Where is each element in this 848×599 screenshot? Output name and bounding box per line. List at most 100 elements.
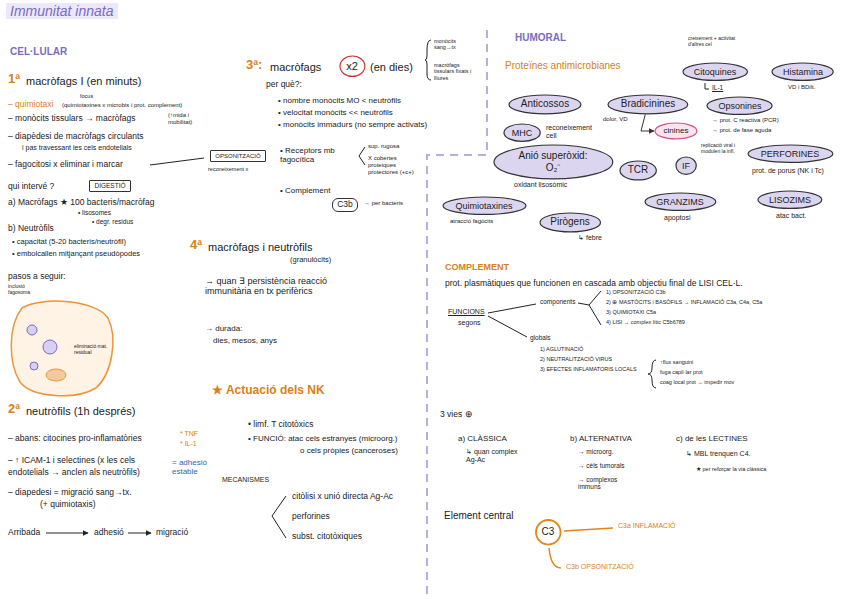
node-label: Opsonines (718, 101, 761, 111)
node-label: x2 (346, 60, 358, 73)
section-heading: 1ª (8, 72, 20, 87)
note-text: (quimiotaxines x microbis i prot. comple… (62, 102, 182, 109)
brace (359, 147, 365, 165)
page-title: Immunitat innata (6, 3, 118, 19)
note-text: eliminació mat. residual (74, 344, 108, 356)
leader-line (549, 548, 561, 568)
node-shape (772, 63, 833, 80)
node-shape (536, 520, 561, 545)
node-text-group: DIGESTIÓ (94, 182, 125, 189)
cell-illustration (11, 301, 113, 396)
note-text: → complexos immuns (578, 476, 628, 491)
section-heading: macròfags i neutròfils (208, 241, 313, 254)
phagosome-symbol (43, 340, 57, 354)
brace (425, 40, 431, 80)
note-text: = adhesió estable (172, 458, 216, 476)
note-text: 3) QUIMIOTAXI C5a (606, 309, 656, 315)
note-text: (↑mida i mobilitat) (168, 112, 208, 126)
node-label: C3b (337, 200, 353, 210)
vesicle-symbol (30, 362, 38, 370)
section-heading: 2ª (8, 402, 20, 417)
node-text-group: Anió superòxid: O₂⁻ (510, 150, 595, 173)
node-text-group: C3b (337, 200, 353, 210)
note-text: • nombre monòcits MO < neutròfils (278, 96, 401, 105)
note-text: C3a INFLAMACIÓ (618, 522, 676, 530)
note-text: macròfags tissulars fixats i lliures (434, 62, 480, 81)
node-text-group: Opsonines (718, 101, 761, 111)
note-text: reconeixement cell (546, 124, 596, 140)
branch-line (488, 316, 527, 337)
note-text: segons (458, 319, 481, 327)
note-text: per què?: (266, 80, 302, 90)
note-text: ↳ quan complex Ag-Ac (466, 448, 526, 464)
note-text: i pas travessant les cels endotelials (22, 144, 132, 152)
section-heading: neutròfils (1h després) (26, 405, 135, 418)
node-text-group: C3 (542, 526, 555, 538)
note-text: prot. plasmàtiques que funcionen en casc… (445, 279, 743, 289)
note-text: fuga capil·lar prot (660, 369, 703, 375)
note-text: monòcits sang→tx (434, 38, 472, 51)
node-label: Anió superòxid: O₂⁻ (510, 150, 595, 173)
protein-ellipse: Citoquines (682, 62, 748, 81)
node-text-group: OPSONITZACIÓ (215, 153, 260, 160)
protein-ellipse: Pirògens (539, 212, 602, 233)
note-text: sup. rugosa (368, 143, 399, 150)
node-text-group: Pirògens (550, 216, 589, 228)
section-heading: macròfags (270, 61, 321, 74)
note-text: a) CLÀSSICA (458, 434, 507, 443)
node-shape (655, 123, 697, 139)
note-text: → microorg. (578, 448, 613, 455)
note-text: citòlisi x unió directa Ag-Ac (292, 492, 393, 502)
note-text: b) ALTERNATIVA (570, 434, 632, 443)
vesicle-symbol (27, 325, 37, 335)
note-text: • velocitat monòcits << neutròfils (278, 108, 393, 117)
leader-line (564, 528, 613, 531)
connector-arrow (641, 114, 654, 131)
note-text: → quan ∃ persistència reacció immunitàri… (205, 276, 355, 297)
section-heading: Proteïnes antimicrobianes (505, 60, 621, 72)
branch-line (488, 304, 536, 313)
node-shape (645, 193, 716, 210)
note-text: 2) NEUTRALITZACIÓ VIRUS (540, 356, 612, 362)
note-text: creixement + activitat d'altres cel (688, 36, 748, 48)
protein-ellipse: IF (675, 156, 697, 175)
note-text: ↑flux sanguini (660, 359, 693, 365)
node-text-group: Histamina (783, 67, 823, 77)
node-label: GRANZIMS (656, 197, 704, 207)
protein-ellipse: GRANZIMS (644, 192, 717, 211)
note-text: X cobertes proteiques protectores (+c+) (368, 155, 420, 176)
note-text: 3) EFECTES INFLAMATORIS LOCALS (540, 366, 637, 372)
note-text: 1) AGLUTINACIÓ (540, 346, 583, 352)
term-box: C3b (332, 198, 358, 213)
note-text: oxidant lisosòmic (514, 181, 567, 189)
section-heading: macròfags I (en minuts) (26, 75, 142, 88)
node-shape (509, 95, 581, 114)
node-shape (676, 157, 696, 174)
note-text: COMPLEMENT (445, 262, 509, 272)
node-shape (620, 161, 656, 180)
note-text: • Receptors mb fagocítica (280, 146, 356, 164)
note-text: • monòcits immadurs (no sempre activats) (278, 120, 428, 129)
node-text-group: LISOZIMS (769, 195, 811, 205)
node-label: C3 (542, 526, 555, 538)
note-text: c) de les LECTINES (676, 434, 748, 443)
node-label: Bradicinines (621, 98, 675, 110)
note-text: – abans: citocines pro-inflamatòries (8, 434, 142, 444)
node-shape (443, 197, 526, 214)
note-text: VD i BDilt. (788, 84, 815, 91)
note-text: • lisosomes (78, 209, 111, 216)
note-text: adhesió (94, 528, 124, 538)
note-text: – monòcits tissulars → macròfags (8, 114, 136, 124)
note-text: pasos a seguir: (8, 272, 66, 282)
note-text: globals (530, 334, 551, 341)
note-text: → prot. C reactiva (PCR) (712, 117, 779, 124)
protein-ellipse: TCR (619, 160, 657, 181)
node-label: IF (682, 161, 690, 171)
note-text: – fagocitosi x eliminar i marcar (8, 160, 123, 170)
leader-line (705, 83, 709, 89)
protein-ellipse: Histamina (771, 62, 834, 81)
note-text: dies, mesos, anys (213, 336, 277, 345)
note-text: dolor, VD (603, 116, 628, 123)
node-label: TCR (628, 164, 649, 176)
